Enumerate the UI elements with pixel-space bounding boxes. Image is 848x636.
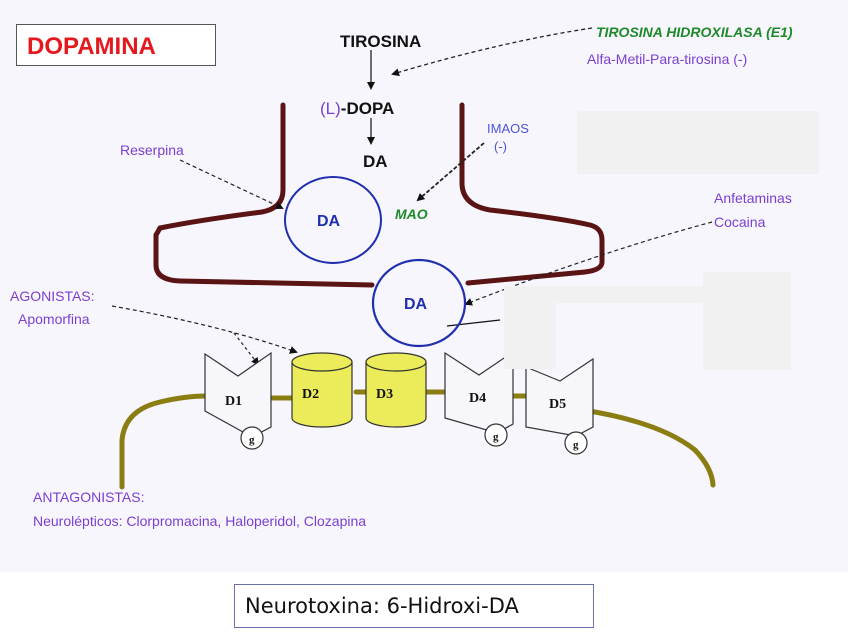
redacted-region-top (577, 111, 819, 174)
arrow-reserpina (179, 159, 284, 210)
vesicle-cleft-label: DA (404, 296, 428, 313)
receptor-d4-g: g (493, 431, 499, 443)
label-agonist-drug: Apomorfina (18, 311, 90, 327)
label-anfetaminas: Anfetaminas (714, 190, 792, 206)
label-antagonist-drugs: Neurolépticos: Clorpromacina, Haloperido… (33, 513, 367, 529)
receptor-d4-label: D4 (469, 391, 486, 406)
arrow-enzyme (391, 27, 593, 77)
vesicle-presynaptic (284, 176, 382, 264)
receptor-d5-label: D5 (549, 397, 566, 412)
postsynaptic-membrane (119, 389, 716, 490)
label-da-synth: DA (363, 152, 388, 171)
label-ldopa-suffix: -DOPA (340, 99, 395, 118)
label-imaos: IMAOS (487, 121, 529, 136)
arrow-agonist-d1 (233, 332, 260, 366)
presynaptic-membrane (153, 102, 375, 288)
label-imaos-sign: (-) (494, 139, 507, 154)
receptor-d1 (204, 351, 272, 450)
vesicle-cleft (371, 258, 467, 348)
arrow-agonist-d2 (111, 305, 298, 354)
label-ldopa: (L)-DOPA (320, 100, 394, 117)
receptor-d5 (525, 357, 594, 455)
title-box: DOPAMINA (16, 24, 216, 66)
reuptake-line (446, 319, 501, 327)
label-ldopa-prefix: (L) (320, 99, 341, 118)
label-antagonists-heading: ANTAGONISTAS: (33, 489, 145, 505)
redacted-region-middle-bar (504, 286, 704, 303)
label-cocaina: Cocaina (714, 214, 766, 230)
label-tirosina: TIROSINA (340, 32, 422, 51)
presynaptic-membrane-right (459, 102, 605, 286)
receptor-d3 (365, 352, 427, 428)
receptor-d1-label: D1 (225, 394, 242, 409)
neurotoxin-label: Neurotoxina: 6-Hidroxi-DA (245, 594, 519, 618)
receptor-d3-label: D3 (376, 387, 393, 402)
neurotoxin-box: Neurotoxina: 6-Hidroxi-DA (234, 584, 594, 628)
receptor-d1-g: g (249, 434, 255, 446)
label-enzyme-inhibitor: Alfa-Metil-Para-tirosina (-) (587, 51, 748, 67)
synapse-diagram: D1 g D2 D3 D4 g D5 g (111, 27, 716, 490)
label-agonists-heading: AGONISTAS: (10, 288, 95, 304)
label-enzyme: TIROSINA HIDROXILASA (E1) (596, 24, 793, 40)
arrow-imaos (416, 142, 485, 202)
label-mao: MAO (395, 206, 428, 222)
receptor-d5-g: g (573, 439, 579, 451)
label-reserpina: Reserpina (120, 142, 184, 158)
receptor-d4 (444, 350, 514, 447)
arrow-reuptake-blockers (464, 221, 713, 306)
vesicle-presynaptic-label: DA (317, 213, 341, 230)
redacted-region-right (703, 272, 791, 370)
receptor-d2 (291, 352, 353, 428)
receptor-d2-label: D2 (302, 387, 319, 402)
page-title: DOPAMINA (27, 33, 156, 60)
